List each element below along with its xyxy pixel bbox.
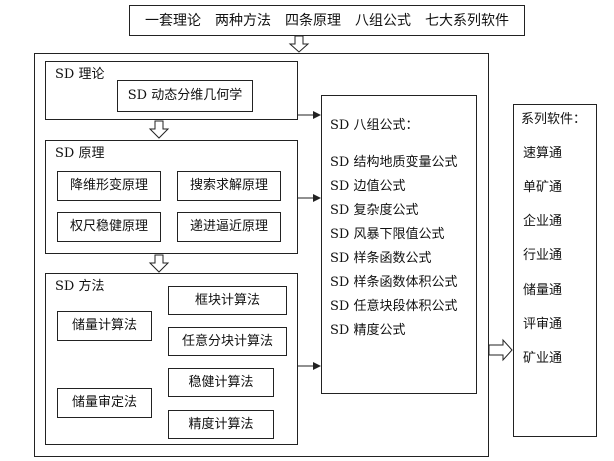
header-box: 一套理论 两种方法 四条原理 八组公式 七大系列软件 — [129, 5, 525, 36]
software-title: 系列软件： — [521, 112, 587, 127]
theory-item: SD 动态分维几何学 — [117, 80, 253, 112]
software-item: 速算通 — [523, 146, 563, 161]
formulas-box — [321, 95, 477, 394]
formula-item: SD 边值公式 — [330, 179, 406, 194]
formula-item: SD 风暴下限值公式 — [330, 227, 445, 242]
software-item: 评审通 — [523, 317, 563, 332]
header-title: 一套理论 两种方法 四条原理 八组公式 七大系列软件 — [145, 12, 509, 29]
formulas-title: SD 八组公式： — [330, 118, 419, 133]
method-child: 框块计算法 — [168, 286, 287, 315]
method-group: 储量审定法 — [57, 388, 152, 418]
formula-item: SD 样条函数公式 — [330, 251, 432, 266]
outer-frame — [34, 53, 489, 457]
method-child: 任意分块计算法 — [168, 327, 287, 356]
method-group: 储量计算法 — [57, 311, 152, 341]
hollow-right-arrow-to-software — [488, 338, 513, 362]
formula-item: SD 结构地质变量公式 — [330, 155, 458, 170]
principle-item: 递进逼近原理 — [177, 212, 281, 242]
software-item: 矿业通 — [523, 351, 563, 366]
formula-item: SD 任意块段体积公式 — [330, 299, 458, 314]
software-item: 储量通 — [523, 283, 563, 298]
hollow-down-arrow-principle-to-method — [148, 254, 170, 273]
method-child: 精度计算法 — [168, 410, 274, 439]
software-item: 单矿通 — [523, 180, 563, 195]
hollow-down-arrow-top — [288, 35, 310, 53]
method-child: 稳健计算法 — [168, 368, 274, 397]
software-item: 行业通 — [523, 248, 563, 263]
formula-item: SD 复杂度公式 — [330, 203, 419, 218]
theory-label: SD 理论 — [55, 67, 105, 82]
formula-item: SD 样条函数体积公式 — [330, 275, 458, 290]
principle-item: 降维形变原理 — [57, 171, 161, 201]
software-item: 企业通 — [523, 214, 563, 229]
principle-item: 权尺稳健原理 — [57, 212, 161, 242]
methods-label: SD 方法 — [55, 279, 105, 294]
hollow-down-arrow-theory-to-principle — [148, 120, 170, 139]
principles-label: SD 原理 — [55, 146, 105, 161]
principle-item: 搜索求解原理 — [177, 171, 281, 201]
formula-item: SD 精度公式 — [330, 323, 406, 338]
software-box — [513, 104, 597, 437]
